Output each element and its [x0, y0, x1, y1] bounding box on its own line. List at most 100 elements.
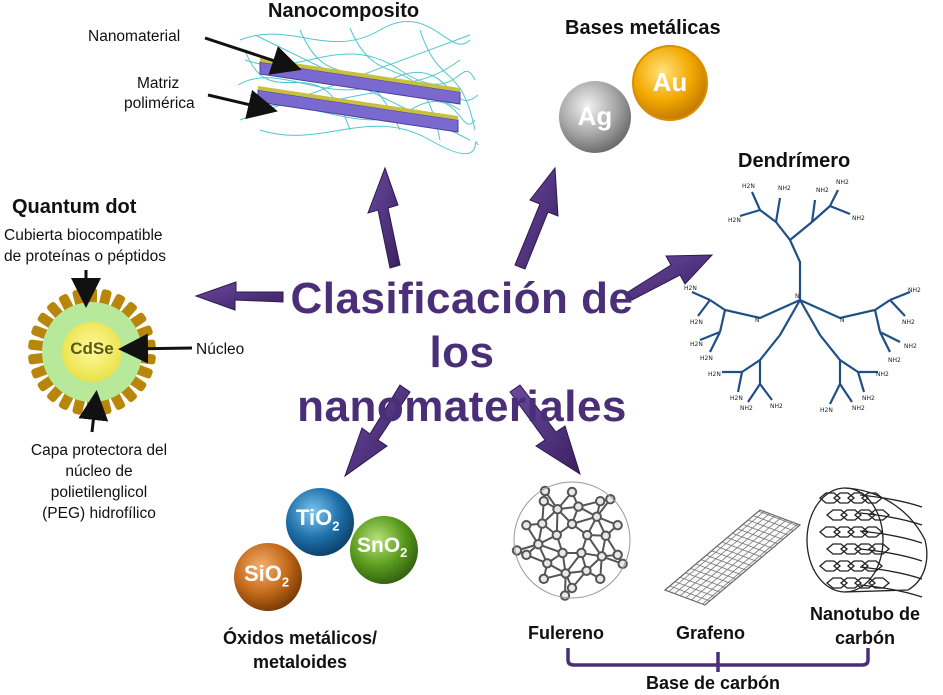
- carbon-atom: [552, 504, 563, 515]
- sio2-sub: 2: [281, 574, 290, 590]
- arrow-to-carbono: [509, 384, 581, 476]
- svg-text:H2N: H2N: [684, 285, 697, 292]
- svg-text:H2N: H2N: [690, 341, 703, 348]
- grafeno-label: Grafeno: [676, 623, 746, 643]
- svg-text:NH2: NH2: [902, 319, 915, 326]
- core-label: CdSe: [70, 339, 114, 358]
- carbon-atom: [537, 518, 548, 529]
- tio2-label: TiO2: [296, 505, 340, 533]
- svg-text:NH2: NH2: [816, 187, 829, 194]
- tio2-sub: 2: [332, 518, 340, 534]
- carbon-atom: [566, 486, 578, 498]
- carbon-atom: [612, 519, 623, 531]
- sio2-label: SiO2: [244, 561, 289, 589]
- svg-text:NH2: NH2: [888, 357, 901, 364]
- quantum-title: Quantum dot: [12, 196, 137, 218]
- svg-text:NH2: NH2: [904, 343, 917, 350]
- graphene-image: [663, 509, 802, 606]
- sio2-text: SiO: [244, 561, 282, 586]
- carbon-atom: [595, 495, 606, 507]
- svg-text:H2N: H2N: [690, 319, 703, 326]
- fullerene-image: [511, 481, 631, 601]
- svg-text:H2N: H2N: [700, 355, 713, 362]
- arrow-to-oxidos: [343, 384, 411, 478]
- svg-text:H2N: H2N: [742, 183, 755, 190]
- svg-text:H2N: H2N: [820, 407, 833, 414]
- fulereno-label: Fulereno: [528, 623, 605, 643]
- quantum-dot-image: [28, 288, 156, 416]
- center-title-line2: los nanomateriales: [297, 328, 627, 431]
- label-capa: Capa protectora del núcleo de polietilen…: [10, 440, 188, 524]
- svg-text:NH2: NH2: [740, 405, 753, 412]
- label-capa-1: Capa protectora del: [30, 442, 168, 459]
- carbon-atom: [538, 495, 549, 507]
- svg-text:NH2: NH2: [852, 215, 865, 222]
- oxidos-title-1: Óxidos metálicos/: [222, 628, 378, 648]
- carbon-atom: [557, 547, 568, 559]
- carbon-atom: [573, 501, 584, 512]
- carbon-atom: [559, 590, 571, 601]
- carbon-atom: [542, 558, 553, 569]
- label-cubierta-2: de proteínas o péptidos: [4, 248, 167, 265]
- arrow-to-quantum: [194, 281, 284, 311]
- svg-text:NH2: NH2: [836, 179, 849, 186]
- arrow-to-bases: [514, 166, 559, 270]
- svg-text:N: N: [840, 317, 845, 324]
- tio2-sphere: [286, 488, 354, 556]
- bases-title: Bases metálicas: [565, 17, 721, 39]
- carbon-atom: [560, 568, 571, 579]
- center-title-line1: Clasificación de: [290, 274, 634, 323]
- carbon-atom: [600, 530, 611, 541]
- carbon-atom: [612, 549, 623, 561]
- carbon-bracket: [566, 648, 870, 672]
- arrow-to-nanocomposito: [367, 166, 401, 269]
- sio2-sphere: [234, 543, 302, 611]
- carbon-atom: [566, 518, 578, 530]
- svg-text:NH2: NH2: [908, 287, 921, 294]
- arrow-to-dendrimero: [627, 254, 714, 301]
- pointer-nucleo: [118, 333, 193, 364]
- oxidos-title-2: metaloides: [252, 652, 348, 672]
- nanotubo-label-1: Nanotubo de: [810, 604, 920, 624]
- carbon-atom: [521, 549, 532, 561]
- label-matriz-1: Matriz: [137, 75, 180, 92]
- svg-text:NH2: NH2: [852, 405, 865, 412]
- nanotubo-label-2: carbón: [834, 628, 895, 648]
- dendrimer-structure: [691, 189, 911, 405]
- svg-text:NH2: NH2: [876, 371, 889, 378]
- label-matriz-2: polimérica: [124, 95, 195, 112]
- carbon-atom: [605, 493, 616, 505]
- carbon-atom: [566, 582, 578, 594]
- carbon-atom: [521, 519, 532, 531]
- svg-text:NH2: NH2: [778, 185, 791, 192]
- label-cubierta-1: Cubierta biocompatible: [4, 227, 163, 244]
- sno2-label: SnO2: [357, 534, 407, 560]
- carbon-atom: [576, 547, 587, 559]
- center-title: Clasificación de los nanomateriales: [262, 272, 662, 434]
- pointer-capa: [78, 390, 109, 433]
- label-nucleo: Núcleo: [196, 341, 245, 358]
- label-nanomaterial: Nanomaterial: [88, 28, 181, 45]
- svg-text:N: N: [755, 317, 760, 324]
- svg-text:H2N: H2N: [728, 217, 741, 224]
- carbon-atom: [581, 565, 592, 576]
- svg-text:NH2: NH2: [770, 403, 783, 410]
- pointer-matriz: [207, 89, 278, 120]
- ag-sphere: [559, 81, 631, 153]
- sno2-sub: 2: [400, 545, 408, 561]
- carbon-atom: [591, 511, 602, 522]
- carbon-atom: [595, 573, 606, 585]
- oxidos-title: Óxidos metálicos/ metaloides: [200, 626, 400, 674]
- label-capa-4: (PEG) hidrofílico: [42, 505, 156, 522]
- au-sphere: [632, 45, 708, 121]
- carbon-atom: [533, 539, 544, 550]
- carbon-atom: [551, 529, 562, 541]
- ag-label: Ag: [577, 101, 613, 131]
- sno2-text: SnO: [357, 534, 401, 557]
- dendrimero-title: Dendrímero: [738, 150, 851, 172]
- carbon-atom: [539, 485, 551, 497]
- sno2-sphere: [350, 516, 418, 584]
- nanotube-image: [806, 487, 928, 598]
- nanocomposito-image: [237, 21, 479, 155]
